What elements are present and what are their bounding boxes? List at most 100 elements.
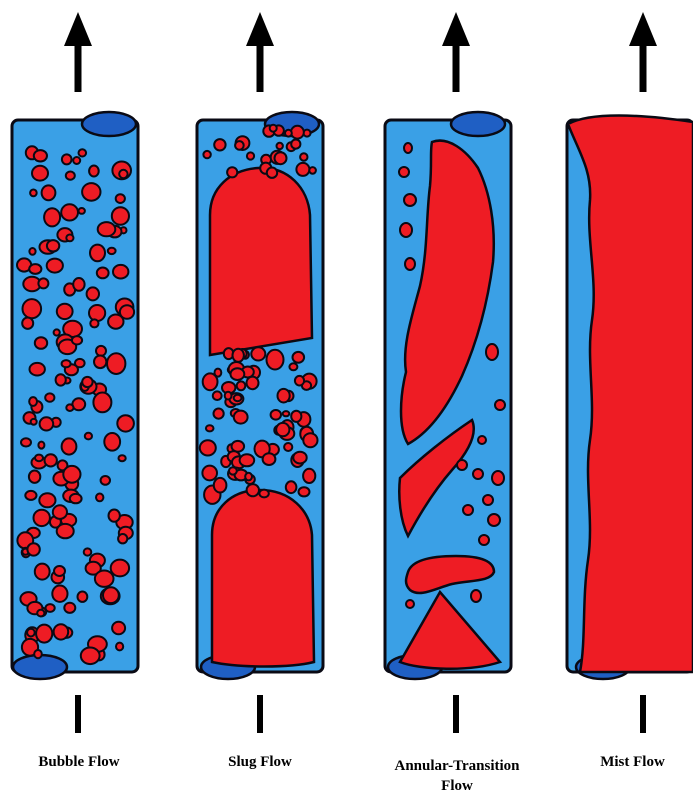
gas-bubble	[234, 411, 248, 424]
pipe-annular-transition-flow	[385, 112, 511, 679]
gas-bubble	[247, 377, 259, 390]
gas-bubble	[22, 318, 33, 329]
gas-bubble	[284, 443, 292, 451]
gas-bubble	[45, 454, 57, 466]
gas-bubble	[399, 167, 409, 177]
gas-bubble	[57, 524, 74, 538]
gas-bubble	[293, 452, 306, 464]
gas-bubble	[116, 194, 125, 203]
gas-bubble	[118, 534, 127, 543]
gas-bubble	[233, 349, 244, 362]
gas-bubble	[473, 469, 483, 479]
gas-bubble	[247, 484, 259, 496]
gas-bubble	[214, 409, 224, 419]
gas-bubble	[89, 305, 105, 321]
pipe-top-opening	[451, 112, 505, 136]
gas-bubble	[231, 368, 245, 380]
gas-bubble	[203, 151, 210, 158]
gas-bubble	[203, 373, 218, 390]
gas-bubble	[107, 353, 125, 374]
gas-bubble	[57, 304, 73, 319]
gas-bubble	[119, 455, 126, 461]
gas-bubble	[84, 548, 92, 555]
gas-bubble	[85, 433, 92, 440]
gas-bubble	[309, 167, 316, 174]
gas-bubble	[96, 346, 106, 356]
gas-bubble	[225, 392, 232, 400]
flow-direction-arrows-top	[64, 12, 657, 92]
gas-slug-upper	[210, 168, 312, 355]
gas-bubble	[289, 363, 297, 370]
gas-bubble	[486, 344, 498, 360]
gas-bubble	[27, 543, 39, 555]
gas-bubble	[463, 505, 473, 515]
gas-bubble	[98, 222, 116, 236]
gas-bubble	[36, 625, 52, 643]
gas-bubble	[54, 624, 69, 639]
gas-bubble	[291, 126, 304, 139]
gas-bubble	[64, 603, 75, 613]
gas-bubble	[400, 223, 412, 237]
gas-bubble	[283, 411, 290, 416]
gas-bubble	[54, 329, 60, 335]
gas-bubble	[25, 491, 36, 500]
gas-bubble	[286, 481, 297, 493]
gas-bubble	[35, 337, 47, 349]
gas-bubble	[240, 454, 255, 466]
pipe-bubble-flow	[12, 112, 138, 679]
gas-bubble	[296, 163, 309, 176]
gas-bubble	[73, 278, 84, 291]
gas-bubble	[30, 363, 45, 376]
gas-bubble	[66, 235, 73, 242]
gas-bubble	[63, 466, 80, 483]
gas-bubble	[479, 535, 489, 545]
gas-bubble	[111, 560, 129, 577]
gas-bubble	[112, 207, 129, 225]
gas-bubble	[206, 425, 214, 431]
up-arrow-icon	[629, 12, 657, 92]
gas-bubble	[108, 248, 116, 254]
label-slug-flow: Slug Flow	[190, 752, 330, 772]
gas-bubble	[295, 376, 304, 386]
gas-bubble	[97, 268, 109, 279]
label-mist-flow: Mist Flow	[572, 752, 693, 772]
gas-bubble	[78, 592, 88, 602]
gas-bubble	[276, 423, 289, 436]
gas-bubble	[229, 467, 237, 474]
gas-bubble	[113, 265, 128, 279]
up-arrow-icon	[64, 12, 92, 92]
gas-bubble	[34, 150, 47, 161]
gas-bubble	[291, 140, 300, 149]
gas-bubble	[263, 453, 276, 465]
gas-bubble	[117, 415, 134, 431]
gas-bubble	[270, 125, 277, 132]
gas-bubble	[95, 571, 114, 587]
gas-bubble	[471, 590, 481, 602]
gas-bubble	[27, 629, 35, 637]
gas-bubble	[75, 359, 85, 367]
gas-bubble	[404, 143, 412, 153]
gas-bubble	[227, 167, 237, 177]
gas-bubble	[70, 494, 82, 503]
gas-bubble	[251, 347, 265, 360]
gas-bubble	[492, 471, 504, 485]
gas-bubble	[119, 170, 127, 178]
gas-bubble	[495, 400, 505, 410]
pipe-slug-flow	[197, 112, 323, 679]
gas-bubble	[62, 154, 72, 164]
gas-bubble	[47, 240, 59, 251]
gas-bubble	[232, 441, 245, 452]
gas-bubble	[291, 411, 301, 422]
gas-bubble	[89, 166, 99, 177]
gas-bubble	[94, 356, 106, 369]
gas-bubble	[29, 264, 41, 274]
gas-bubble	[90, 319, 98, 327]
gas-bubble	[96, 494, 103, 502]
gas-bubble	[267, 350, 284, 370]
gas-bubble	[37, 610, 44, 617]
gas-bubble	[47, 259, 63, 273]
gas-bubble	[66, 172, 75, 180]
gas-bubble	[101, 476, 110, 485]
